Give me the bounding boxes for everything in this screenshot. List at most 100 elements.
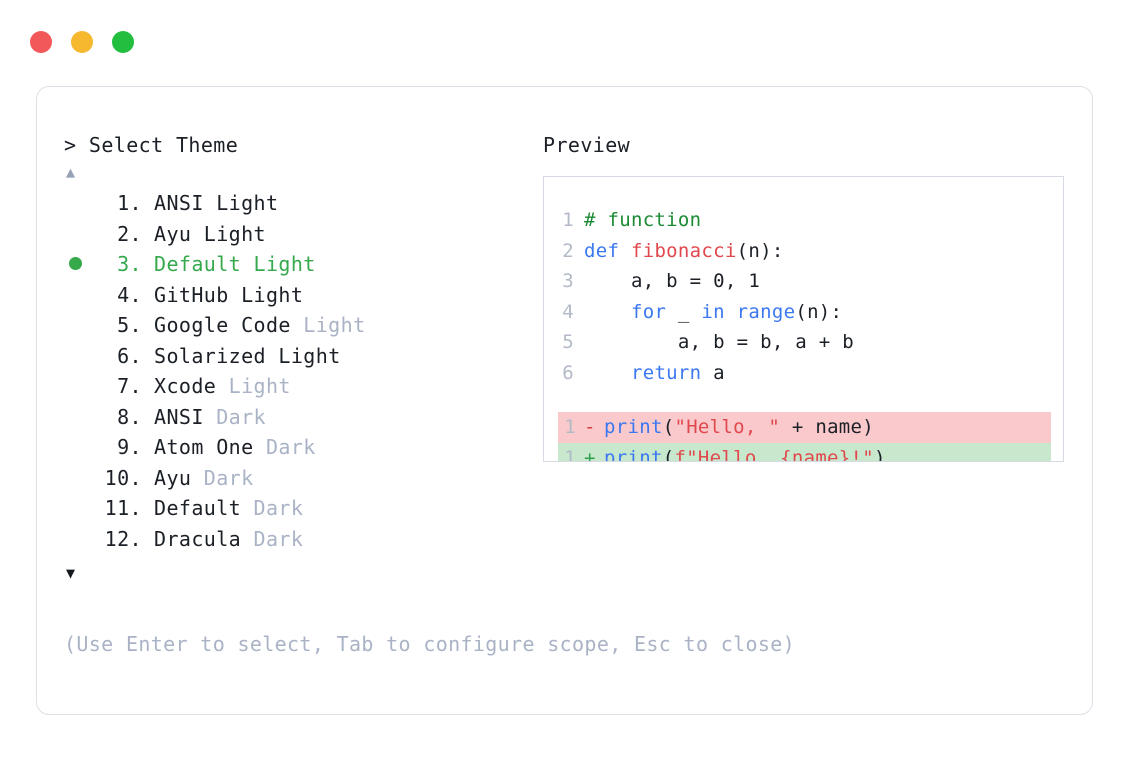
theme-item-variant: Dark xyxy=(203,404,266,429)
code-token xyxy=(584,362,631,384)
theme-list-item[interactable]: 1.ANSI Light xyxy=(64,191,534,222)
theme-item-name: Ayu xyxy=(154,221,192,246)
theme-item-name: Dracula xyxy=(154,526,242,551)
diff-line-added: 1 + print(f"Hello, {name}!") xyxy=(558,442,1051,462)
theme-item-variant: Dark xyxy=(241,496,304,520)
theme-item-name: Xcode xyxy=(154,374,217,398)
theme-item-name: Default xyxy=(154,252,242,276)
theme-item-number: 8. xyxy=(117,404,142,429)
theme-item-number: 9. xyxy=(117,435,142,459)
scroll-up-icon[interactable]: ▲ xyxy=(66,163,76,181)
theme-list-item[interactable]: 11. Default Dark xyxy=(64,496,534,527)
line-number: 4 xyxy=(562,300,574,323)
code-token: (n): xyxy=(795,300,843,323)
line-number: 2 xyxy=(562,239,574,262)
code-line-content: a, b = 0, 1 xyxy=(584,266,760,297)
theme-list-item[interactable]: 3. Default Light xyxy=(64,252,534,283)
code-token: ) xyxy=(874,446,886,462)
line-number: 3 xyxy=(562,270,574,292)
code-token: a, b = 0, 1 xyxy=(584,270,761,292)
theme-item-number: 3. xyxy=(117,252,142,276)
diff-line-content: print("Hello, " + name) xyxy=(604,412,874,443)
theme-item-number: 11. xyxy=(104,496,142,520)
selected-bullet-icon xyxy=(69,257,82,270)
code-token: (n): xyxy=(736,239,784,262)
diff-line-removed: 1-print("Hello, " + name) xyxy=(558,412,1051,443)
scroll-down-icon[interactable]: ▼ xyxy=(66,564,76,582)
code-line-content: a, b = b, a + b xyxy=(584,327,854,358)
code-token: return xyxy=(630,361,702,384)
code-line-content: # function xyxy=(584,205,701,236)
theme-item-name: Ayu xyxy=(154,465,192,490)
code-token: _ xyxy=(666,300,702,323)
window-traffic-lights xyxy=(30,31,134,53)
theme-item-variant: Light xyxy=(265,343,341,368)
code-token: for xyxy=(630,300,667,323)
theme-list-item[interactable]: 2.Ayu Light xyxy=(64,222,534,253)
prompt-label: > Select Theme xyxy=(64,133,239,157)
theme-list-item[interactable]: 7. Xcode Light xyxy=(64,374,534,405)
preview-label: Preview xyxy=(543,133,631,157)
theme-item-variant: Light xyxy=(203,191,279,215)
theme-list-item[interactable]: 8. ANSI Dark xyxy=(64,405,534,436)
diff-sign: - xyxy=(584,416,596,438)
code-token xyxy=(584,301,631,323)
diff-sign: + xyxy=(584,446,596,462)
theme-item-variant: Dark xyxy=(241,526,304,551)
theme-item-variant: Light xyxy=(228,282,304,307)
minimize-window-button[interactable] xyxy=(71,31,93,53)
theme-item-name: GitHub xyxy=(154,282,229,307)
theme-item-variant: Light xyxy=(191,221,266,246)
theme-list-item[interactable]: 6.Solarized Light xyxy=(64,344,534,375)
theme-list-item[interactable]: 5.Google Code Light xyxy=(64,313,534,344)
keyboard-hint: (Use Enter to select, Tab to configure s… xyxy=(64,632,796,656)
theme-item-name: Atom One xyxy=(154,435,254,459)
code-token: f"Hello, {name}!" xyxy=(674,446,875,462)
code-line: 1 # function xyxy=(544,205,1063,236)
code-token: # function xyxy=(584,209,702,231)
theme-item-name: Google Code xyxy=(154,313,291,337)
theme-item-name: Default xyxy=(154,496,242,520)
theme-list-item[interactable]: 4.GitHub Light xyxy=(64,283,534,314)
diff-line-number: 1 xyxy=(564,416,576,438)
theme-list-item[interactable]: 12. Dracula Dark xyxy=(64,527,534,558)
code-line-content: def fibonacci(n): xyxy=(584,236,784,267)
theme-item-number: 7. xyxy=(117,374,142,398)
theme-item-variant: Light xyxy=(290,313,366,337)
maximize-window-button[interactable] xyxy=(112,31,134,53)
code-token: print xyxy=(604,446,663,462)
code-line: 6 return a xyxy=(544,358,1063,389)
theme-item-number: 12. xyxy=(104,526,142,551)
theme-item-number: 10. xyxy=(104,465,142,490)
code-token: range xyxy=(736,300,796,323)
code-token: a xyxy=(701,361,725,384)
close-window-button[interactable] xyxy=(30,31,52,53)
line-number: 6 xyxy=(562,361,574,384)
selection-indicator xyxy=(64,252,94,276)
diff-spacer xyxy=(544,388,1063,412)
theme-item-name: ANSI xyxy=(154,404,204,429)
line-number: 1 xyxy=(562,209,574,231)
diff-line-content: print(f"Hello, {name}!") xyxy=(604,443,886,462)
theme-item-number: 6. xyxy=(117,343,142,368)
theme-list-item[interactable]: 10. Ayu Dark xyxy=(64,466,534,497)
code-line: 3 a, b = 0, 1 xyxy=(544,266,1063,297)
line-number: 5 xyxy=(562,331,574,353)
code-line-content: return a xyxy=(584,358,725,389)
theme-item-variant: Dark xyxy=(191,465,254,490)
theme-item-variant: Light xyxy=(241,252,316,276)
code-token: fibonacci xyxy=(630,239,737,262)
diff-line-number: 1 xyxy=(564,446,576,462)
theme-item-variant: Dark xyxy=(253,435,316,459)
code-line: 5 a, b = b, a + b xyxy=(544,327,1063,358)
theme-item-variant: Light xyxy=(216,374,291,398)
code-token: def xyxy=(584,239,631,262)
code-token: ( xyxy=(662,416,675,438)
theme-list-item[interactable]: 9. Atom One Dark xyxy=(64,435,534,466)
code-line-content: for _ in range(n): xyxy=(584,297,842,328)
